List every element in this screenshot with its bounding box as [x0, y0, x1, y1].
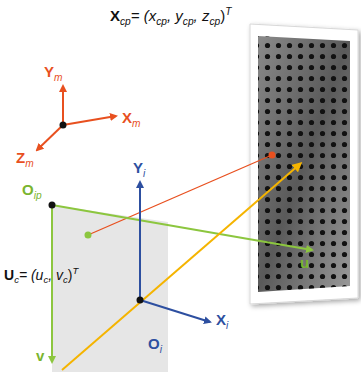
image-origin — [49, 202, 56, 209]
model-origin — [60, 122, 67, 129]
label-text: X — [122, 109, 132, 126]
label-text: ) — [220, 7, 225, 24]
v-axis — [51, 205, 53, 362]
calibration-board — [250, 24, 358, 304]
label-text: , z — [194, 7, 210, 24]
dot-grid — [258, 36, 350, 292]
board-point — [269, 152, 276, 159]
subscript: m — [54, 72, 63, 83]
subscript: c — [43, 274, 48, 285]
label-text: ) — [68, 267, 73, 283]
image-point — [85, 232, 92, 239]
superscript: T — [225, 6, 231, 17]
label-text: = (x — [131, 7, 156, 24]
label-text: U — [4, 267, 14, 283]
subscript: i — [226, 320, 228, 331]
image-plane — [52, 205, 168, 372]
model-z-axis — [37, 125, 63, 150]
label-text: v — [36, 347, 44, 364]
subscript: c — [63, 274, 68, 285]
projection-ray — [88, 155, 272, 235]
camera-y-axis — [139, 182, 141, 300]
label-text: Z — [16, 149, 25, 166]
subscript: cp — [120, 16, 131, 27]
subscript: ip — [34, 190, 42, 201]
subscript: c — [14, 274, 19, 285]
label-text: u — [300, 254, 309, 271]
axis-label: v — [36, 348, 44, 363]
label-text: , y — [167, 7, 183, 24]
model-y-axis — [62, 86, 64, 125]
origin-label: Oi — [148, 336, 162, 355]
origin-label: Oip — [22, 182, 42, 201]
model-x-axis — [63, 116, 116, 125]
point-coordinates: Xcp= (xcp, ycp, zcp)T — [108, 6, 233, 28]
axis-label: Xm — [122, 110, 141, 129]
label-text: Y — [133, 159, 143, 176]
axis-label: Zm — [16, 150, 34, 169]
image-coordinates: Uc= (uc, vc)T — [4, 266, 78, 285]
subscript: m — [25, 158, 34, 169]
label-text: X — [216, 311, 226, 328]
axis-label: Ym — [44, 64, 63, 83]
label-text: O — [148, 335, 160, 352]
label-text: = (u — [19, 267, 44, 283]
subscript: i — [160, 344, 162, 355]
label-text: , v — [48, 267, 63, 283]
optical-axis — [62, 164, 300, 370]
subscript: cp — [156, 16, 167, 27]
u-axis — [52, 205, 312, 250]
label-text: X — [110, 7, 120, 24]
subscript: m — [132, 118, 141, 129]
subscript: i — [143, 168, 145, 179]
camera-origin — [137, 297, 144, 304]
board-pattern-area — [258, 36, 350, 292]
subscript: cp — [209, 16, 220, 27]
label-text: O — [22, 181, 34, 198]
axis-label: u — [300, 255, 309, 270]
label-text: Y — [44, 63, 54, 80]
axis-label: Yi — [133, 160, 145, 179]
axis-label: Xi — [216, 312, 228, 331]
camera-x-axis — [140, 300, 210, 322]
superscript: T — [72, 265, 78, 276]
subscript: cp — [183, 16, 194, 27]
